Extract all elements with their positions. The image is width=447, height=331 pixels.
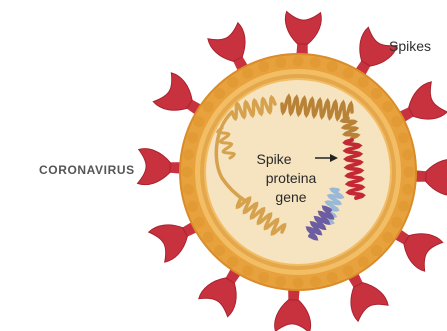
gene-label-line2: proteina <box>248 169 334 188</box>
coronavirus-label: CORONAVIRUS <box>39 163 135 177</box>
spikes-label: Spikes <box>389 38 431 54</box>
gene-label-line3: gene <box>248 188 334 207</box>
spike-gene-label: Spike proteina gene <box>248 150 334 207</box>
gene-label-line1: Spike <box>248 150 334 169</box>
